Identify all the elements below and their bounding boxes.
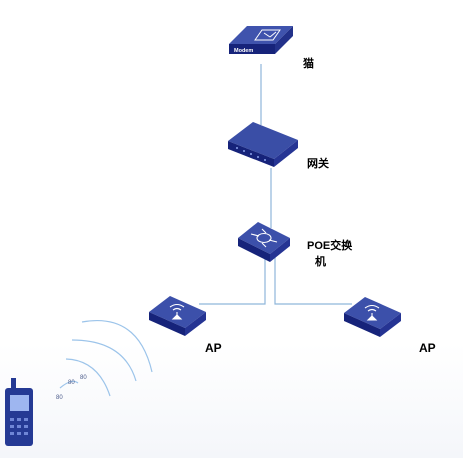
modem-icon — [254, 29, 281, 41]
poe-switch-device — [238, 222, 290, 262]
signal-label: 80 — [56, 395, 63, 401]
ap-left-label: AP — [205, 341, 222, 355]
signal-label: 80 — [80, 375, 87, 381]
wifi-icon — [364, 304, 380, 321]
modem-label: 猫 — [303, 58, 314, 70]
poe-switch-label-line1: POE交换 — [307, 240, 353, 252]
wifi-icon — [169, 303, 185, 320]
ap-right-label: AP — [419, 341, 436, 355]
connection-lines — [199, 64, 352, 305]
wireless-signal-waves — [59, 320, 153, 397]
gateway-device — [228, 122, 298, 167]
gateway-label: 网关 — [307, 158, 329, 170]
phone-device — [5, 378, 33, 446]
gateway-ports-icon — [236, 147, 266, 161]
modem-device-text: Modem — [234, 48, 253, 54]
ap-left-device — [149, 296, 206, 336]
ap-right-device — [344, 297, 401, 337]
link-switch-ap-left — [199, 256, 266, 305]
signal-label: 80 — [68, 380, 75, 386]
switch-arrows-icon — [250, 228, 278, 248]
modem-device: Modem — [229, 26, 293, 54]
link-switch-ap-right — [274, 256, 352, 305]
poe-switch-label-line2: 机 — [315, 256, 326, 268]
